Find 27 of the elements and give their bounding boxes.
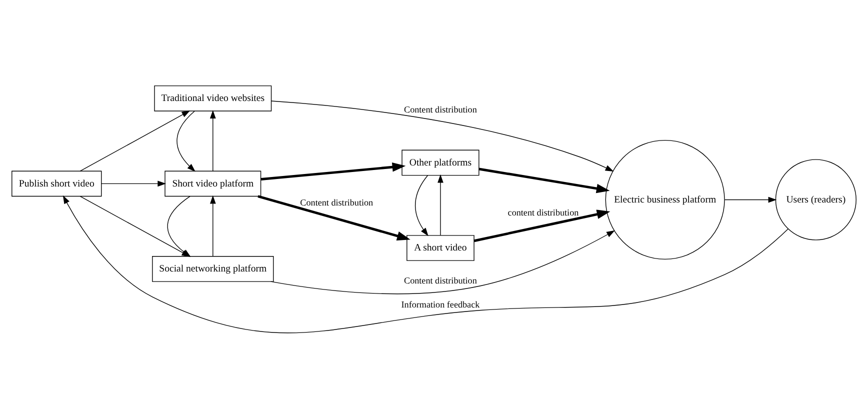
- arrow: [210, 110, 216, 172]
- arrow: [270, 230, 615, 294]
- arrow: [271, 100, 614, 172]
- arrow: [474, 210, 610, 242]
- node-box: A short video: [406, 235, 474, 261]
- arrow: [176, 110, 196, 172]
- arrow: [478, 168, 610, 194]
- arrow: [210, 195, 216, 257]
- node-box: Publish short video: [12, 170, 102, 197]
- edge-label: Content distribution: [404, 104, 477, 115]
- edge-label: Content distribution: [404, 275, 477, 286]
- node-box: Traditional video websites: [154, 85, 272, 112]
- node-box: Short video platform: [164, 170, 262, 197]
- arrow: [258, 195, 410, 240]
- arrow: [724, 196, 777, 203]
- arrow: [101, 180, 166, 187]
- arrow: [260, 162, 406, 180]
- arrow: [414, 175, 428, 236]
- edge-label: content distribution: [508, 207, 579, 218]
- node-circle: Users (readers): [775, 159, 856, 240]
- arrow: [62, 195, 788, 334]
- node-box: Other platforms: [402, 150, 480, 176]
- node-box: Social networking platform: [152, 256, 274, 282]
- arrow: [80, 110, 190, 172]
- edge-label: Content distribution: [300, 198, 374, 208]
- arrow: [438, 174, 444, 236]
- edge-label: Information feedback: [401, 300, 480, 310]
